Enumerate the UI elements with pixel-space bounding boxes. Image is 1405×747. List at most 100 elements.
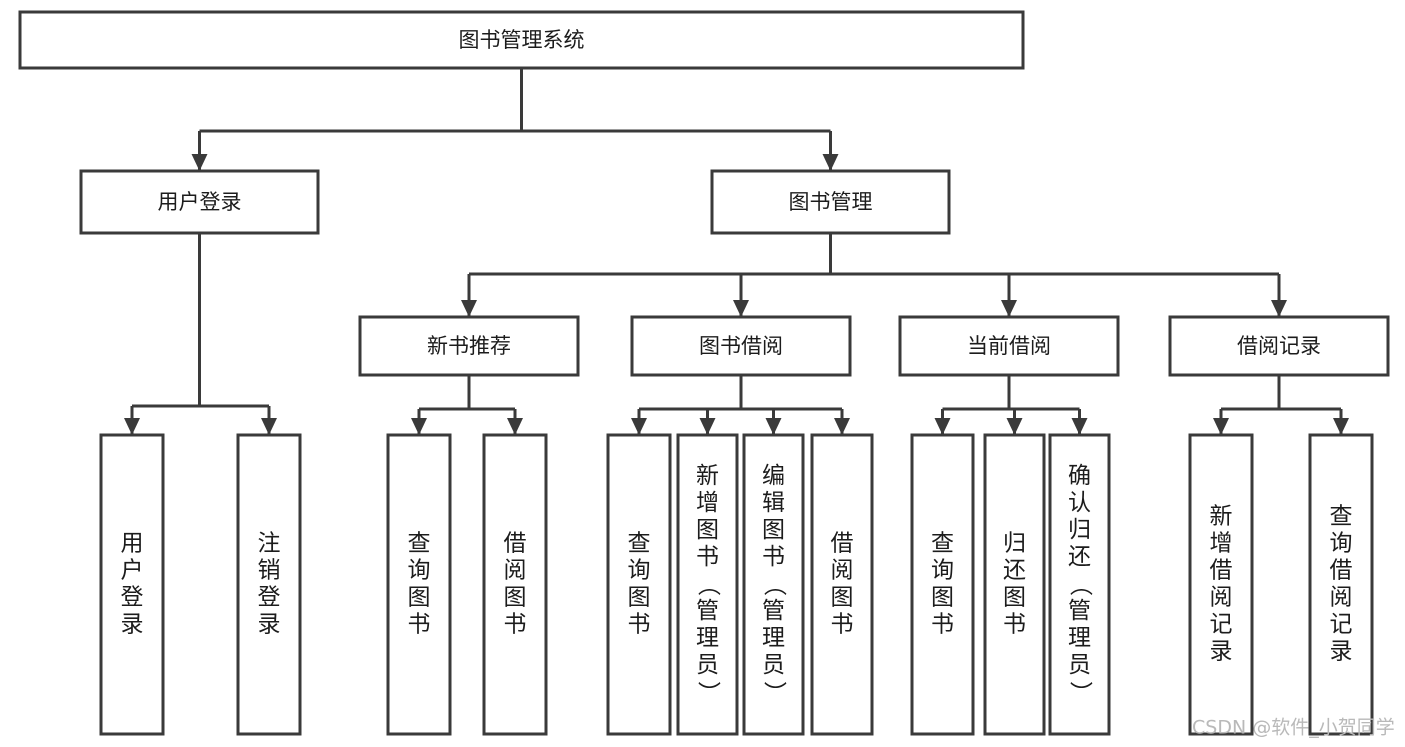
- label-char: 询: [1330, 531, 1353, 557]
- label-char: 阅: [1210, 585, 1233, 611]
- node-l3-new-book-recommend[interactable]: [358, 315, 580, 377]
- label-char: 图: [696, 517, 719, 543]
- label-char: 还: [1068, 544, 1091, 570]
- node-label-root: 图书管理系统: [459, 28, 585, 52]
- label-char: 还: [1003, 558, 1026, 584]
- label-char: 理: [696, 625, 719, 651]
- label-char: （: [695, 573, 721, 596]
- label-char: 询: [931, 558, 954, 584]
- label-char: 图: [504, 585, 527, 611]
- node-leaf-borrow_record-0[interactable]: [1188, 433, 1254, 736]
- node-label-l3-new-book-recommend: 新书推荐: [427, 334, 511, 358]
- arrow-head-icon: [124, 418, 140, 435]
- node-box-layer: [18, 10, 1390, 736]
- label-char: 登: [258, 585, 281, 611]
- node-leaf-book_borrow-0[interactable]: [606, 433, 672, 736]
- connector-layer: [124, 68, 1349, 435]
- label-char: 新: [1210, 504, 1233, 530]
- label-char: 录: [258, 612, 281, 638]
- label-char: （: [761, 573, 787, 596]
- node-l3-current-borrow[interactable]: [898, 315, 1120, 377]
- label-char: 查: [1330, 504, 1353, 530]
- label-char: 录: [121, 612, 144, 638]
- label-char: 借: [1330, 558, 1353, 584]
- node-root-system[interactable]: [18, 10, 1025, 70]
- node-leaf-user_login-1[interactable]: [236, 433, 302, 736]
- arrow-head-icon: [765, 418, 782, 435]
- label-char: 认: [1068, 490, 1091, 516]
- arrow-head-icon: [1213, 418, 1229, 435]
- arrow-head-icon: [733, 300, 749, 317]
- label-char: 管: [1068, 598, 1091, 624]
- label-char: 图: [831, 585, 854, 611]
- arrow-head-icon: [934, 418, 951, 435]
- node-l3-book-borrow[interactable]: [630, 315, 852, 377]
- label-char: 借: [504, 531, 527, 557]
- label-char: 辑: [762, 490, 785, 516]
- arrow-head-icon: [1271, 300, 1287, 317]
- arrow-head-icon: [411, 418, 427, 435]
- label-char: 销: [258, 558, 281, 584]
- node-leaf-book_borrow-2[interactable]: [742, 433, 805, 736]
- node-label-l3-current-borrow: 当前借阅: [967, 334, 1051, 358]
- node-leaf-current_borrow-2[interactable]: [1048, 433, 1111, 736]
- arrow-head-icon: [1333, 418, 1349, 435]
- arrow-head-icon: [507, 418, 523, 435]
- label-char: 图: [1003, 585, 1026, 611]
- label-char: 查: [408, 531, 431, 557]
- label-char: ）: [695, 681, 721, 704]
- label-char: （: [1067, 573, 1093, 596]
- label-char: 借: [1210, 558, 1233, 584]
- label-char: 确: [1068, 463, 1091, 489]
- label-char: 编: [762, 463, 785, 489]
- arrow-head-icon: [631, 418, 647, 435]
- node-leaf-user_login-0[interactable]: [99, 433, 165, 736]
- node-leaf-book_borrow-3[interactable]: [810, 433, 874, 736]
- label-char: 记: [1330, 612, 1353, 638]
- label-char: 新: [696, 463, 719, 489]
- node-l2-book-management[interactable]: [710, 169, 951, 235]
- label-char: 理: [1068, 625, 1091, 651]
- node-leaf-book_borrow-1[interactable]: [676, 433, 739, 736]
- arrow-head-icon: [1006, 418, 1023, 435]
- node-l3-borrow-record[interactable]: [1168, 315, 1390, 377]
- label-char: 书: [762, 544, 785, 570]
- arrow-head-icon: [834, 418, 850, 435]
- node-leaf-new_book_recommend-0[interactable]: [386, 433, 452, 736]
- label-char: 管: [762, 598, 785, 624]
- node-label-l2-user-login: 用户登录: [158, 190, 242, 214]
- node-leaf-borrow_record-1[interactable]: [1308, 433, 1374, 736]
- label-char: 书: [831, 612, 854, 638]
- node-leaf-new_book_recommend-1[interactable]: [482, 433, 548, 736]
- node-leaf-current_borrow-0[interactable]: [910, 433, 975, 736]
- label-char: 归: [1068, 517, 1091, 543]
- arrow-head-icon: [261, 418, 277, 435]
- arrow-head-icon: [822, 154, 839, 171]
- label-char: 理: [762, 625, 785, 651]
- label-char: ）: [761, 681, 787, 704]
- label-char: 查: [628, 531, 651, 557]
- label-char: 录: [1210, 639, 1233, 665]
- label-char: ）: [1067, 681, 1093, 704]
- label-char: 图: [931, 585, 954, 611]
- arrow-head-icon: [191, 154, 208, 171]
- node-label-l3-book-borrow: 图书借阅: [699, 334, 783, 358]
- node-l2-user-login[interactable]: [79, 169, 320, 235]
- node-leaf-current_borrow-1[interactable]: [983, 433, 1046, 736]
- label-char: 户: [121, 558, 144, 584]
- node-label-l3-borrow-record: 借阅记录: [1237, 334, 1321, 358]
- label-char: 员: [762, 652, 785, 678]
- label-char: 阅: [1330, 585, 1353, 611]
- arrow-head-icon: [1071, 418, 1088, 435]
- label-char: 借: [831, 531, 854, 557]
